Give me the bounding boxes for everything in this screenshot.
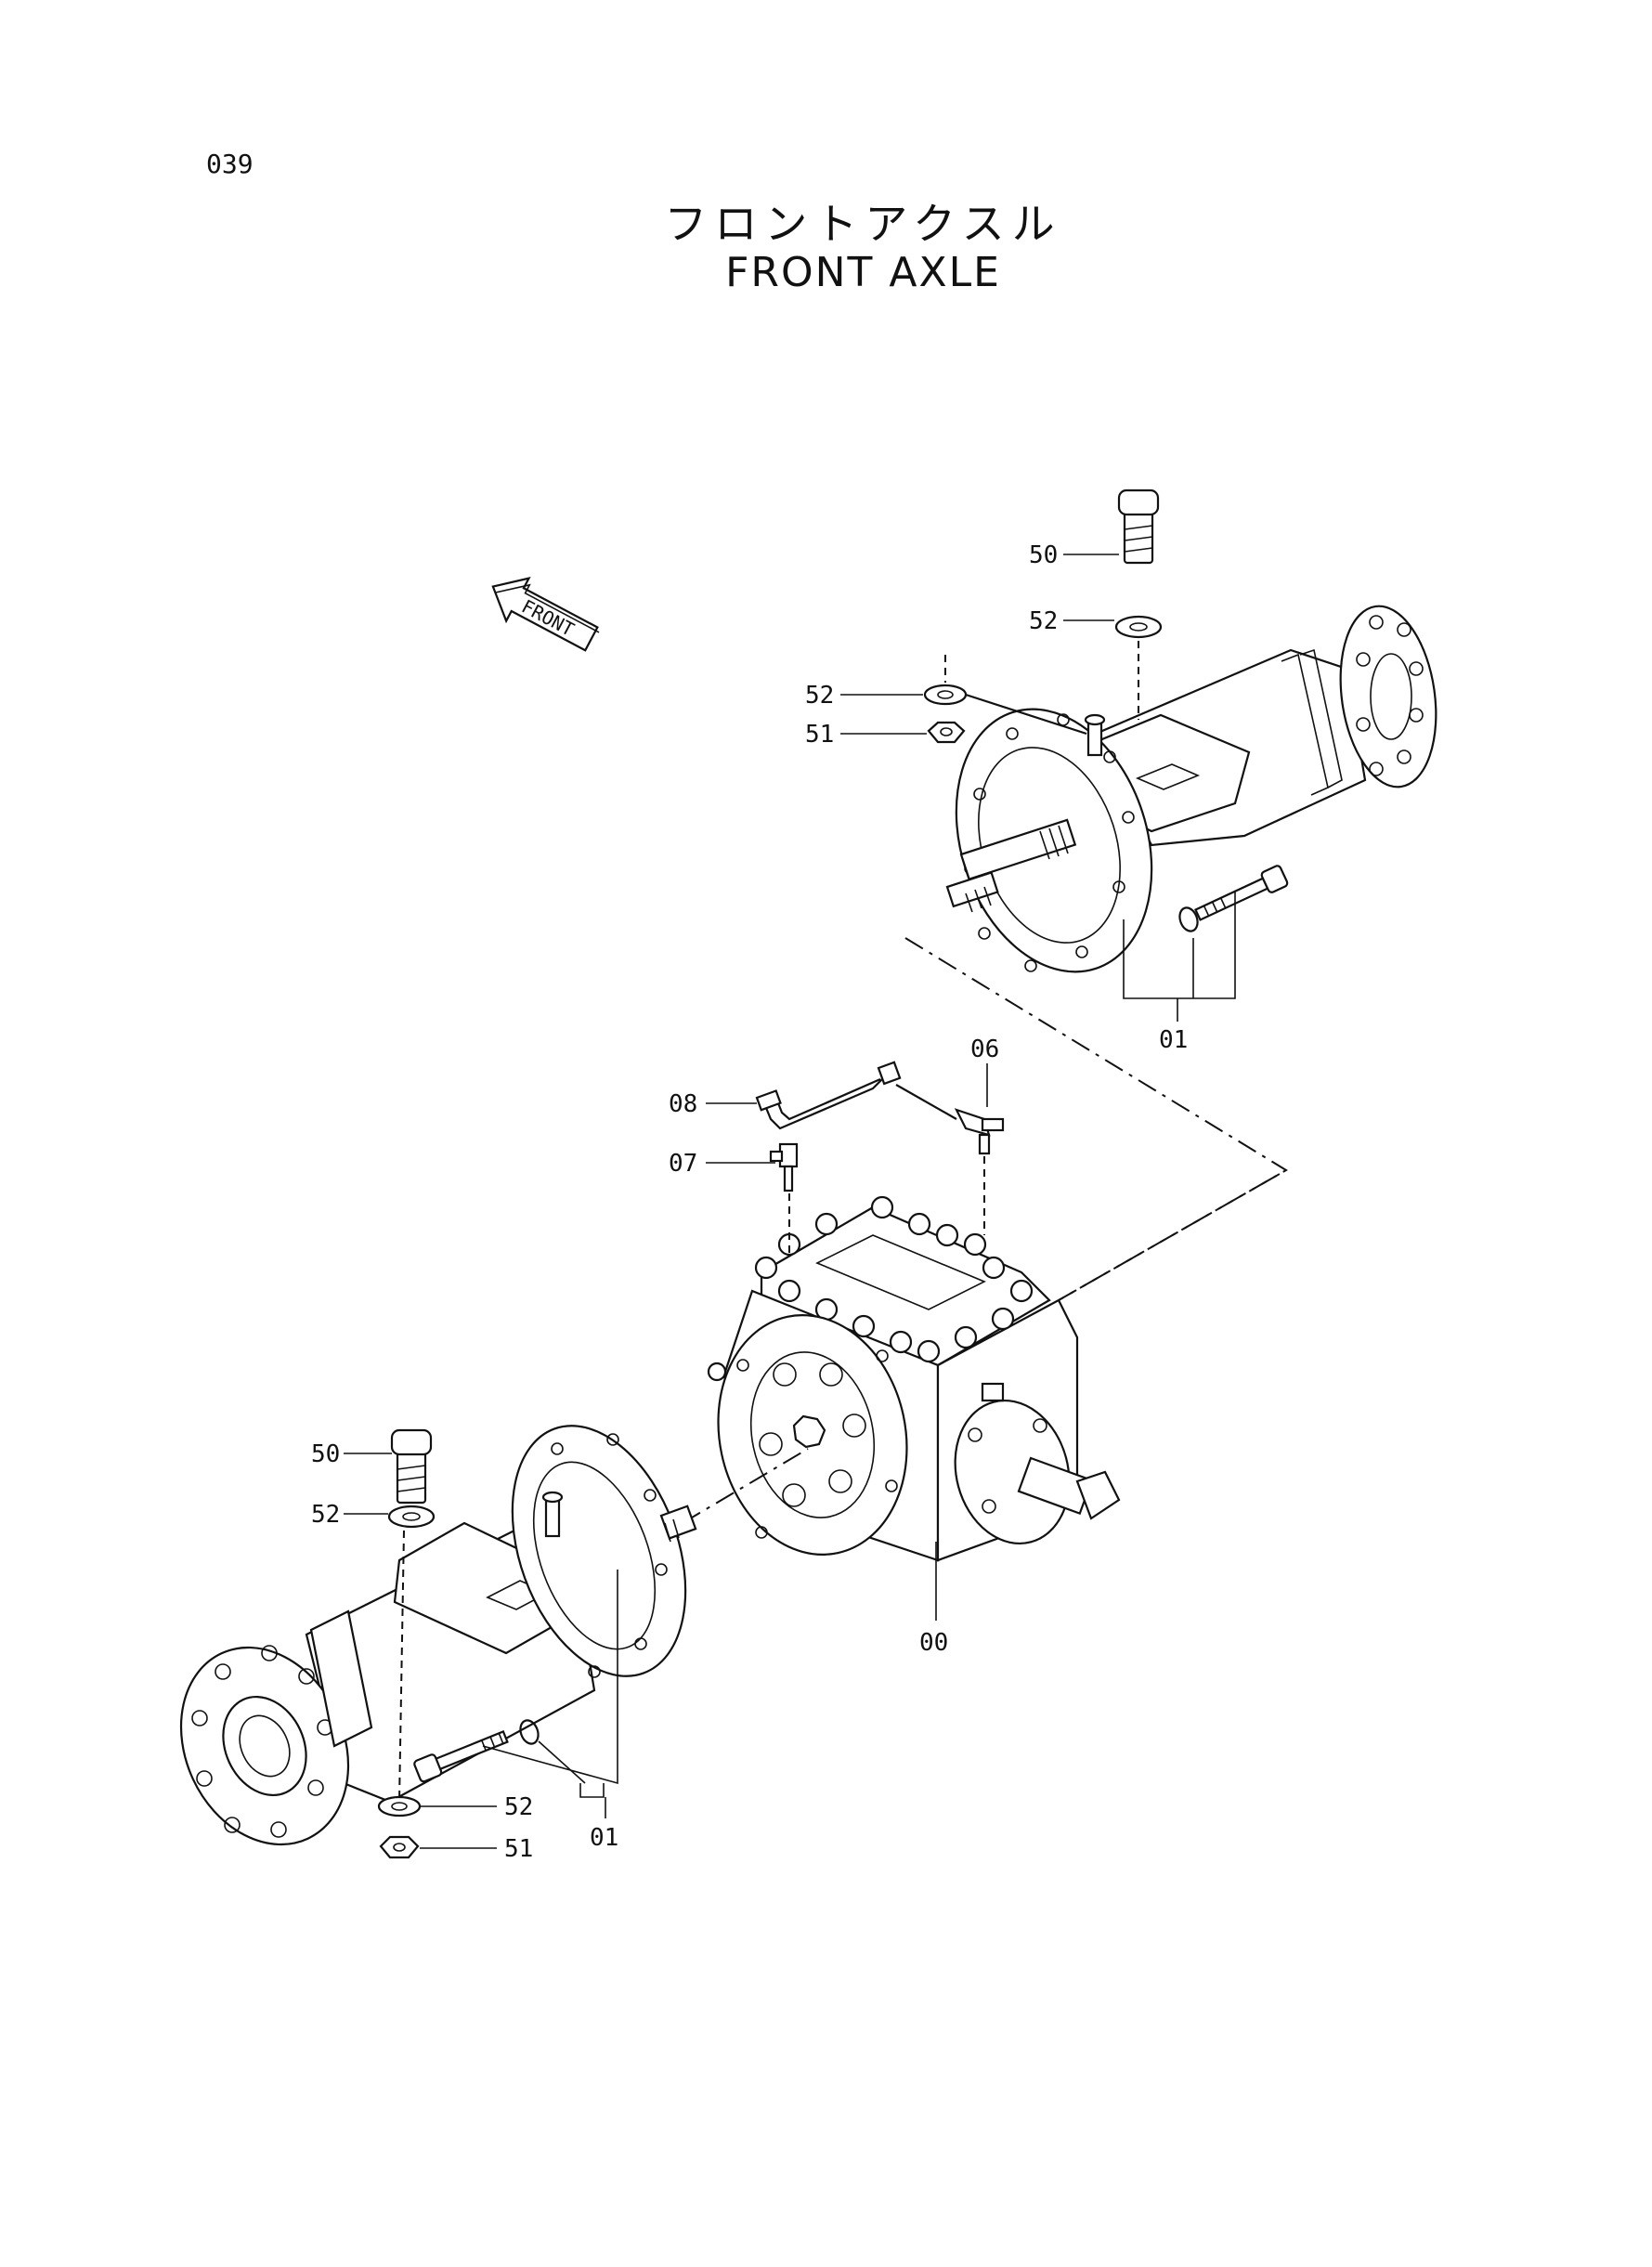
fitting-06: 06	[895, 1036, 1005, 1155]
callout-upper-left-washer: 52	[805, 682, 834, 710]
differential-callout-00: 00	[919, 1542, 948, 1657]
upper-washer-52: 52	[1029, 607, 1163, 639]
callout-upper-washer: 52	[1029, 607, 1058, 635]
callout-upper-bolt: 50	[1029, 541, 1058, 569]
callout-pipe: 08	[669, 1090, 697, 1118]
callout-fitting-07: 07	[669, 1150, 697, 1178]
callout-differential: 00	[919, 1629, 948, 1657]
lower-axle-01: 01	[482, 1570, 618, 1852]
upper-axle-housing	[945, 605, 1437, 973]
callout-lower-washer-bottom: 52	[504, 1793, 533, 1821]
upper-bolt-50: 50	[1029, 489, 1160, 569]
callout-lower-nut: 51	[504, 1835, 533, 1863]
title-english: FRONT AXLE	[725, 249, 1001, 296]
callout-upper-left-nut: 51	[805, 721, 834, 749]
callout-upper-axle: 01	[1159, 1026, 1188, 1054]
lower-washer-top-52: 52	[311, 1501, 436, 1529]
lower-bolt-50: 50	[311, 1428, 433, 1505]
callout-fitting-06: 06	[970, 1036, 999, 1063]
pipe-08: 08	[669, 1061, 902, 1130]
upper-left-nut-51: 51	[805, 721, 966, 749]
title-japanese: フロントアクスル	[664, 199, 1062, 249]
differential-housing	[707, 1195, 1121, 1562]
fitting-07: 07	[669, 1142, 799, 1192]
callout-lower-bolt: 50	[311, 1440, 340, 1468]
lower-nut-51: 51	[379, 1835, 533, 1863]
callout-lower-axle: 01	[590, 1824, 618, 1852]
callout-lower-washer-top: 52	[311, 1501, 340, 1529]
upper-axle-01: 01	[1123, 892, 1236, 1054]
lower-axle-housing	[179, 1425, 697, 1846]
lower-washer-bottom-52: 52	[377, 1793, 533, 1821]
upper-left-washer-52: 52	[805, 682, 968, 710]
page-number: 039	[206, 149, 254, 179]
front-direction-arrow: FRONT	[491, 577, 600, 652]
